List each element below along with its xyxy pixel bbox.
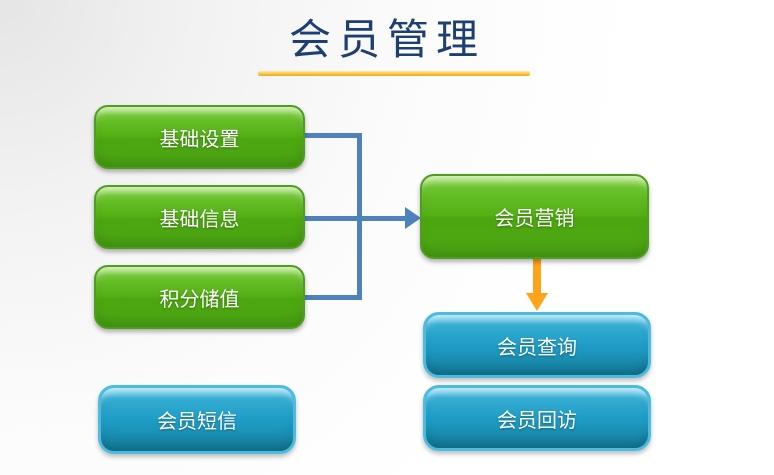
node-member-followup[interactable]: 会员回访: [423, 385, 651, 451]
node-member-sms-label: 会员短信: [157, 411, 237, 433]
node-basic-info-label: 基础信息: [159, 208, 240, 231]
node-basic-settings-label: 基础设置: [159, 128, 240, 151]
arrow-right-icon: [405, 207, 421, 229]
connector-basic-settings-line: [300, 133, 360, 138]
node-basic-settings[interactable]: 基础设置: [94, 105, 305, 169]
connector-marketing-query-line: [533, 257, 541, 293]
node-member-query-label: 会员查询: [497, 336, 577, 359]
connector-basic-info-line: [300, 216, 406, 221]
node-member-marketing-label: 会员营销: [494, 208, 575, 230]
node-member-followup-label: 会员回访: [497, 409, 577, 432]
node-member-sms[interactable]: 会员短信: [98, 385, 296, 454]
node-points-stored-value-label: 积分储值: [159, 288, 240, 311]
node-member-marketing[interactable]: 会员营销: [420, 174, 649, 259]
page-title: 会员管理: [288, 18, 485, 64]
node-member-query[interactable]: 会员查询: [423, 312, 651, 378]
title-underline: [258, 71, 530, 76]
node-points-stored-value[interactable]: 积分储值: [94, 265, 305, 329]
connector-points-line: [300, 295, 360, 300]
arrow-down-icon: [526, 293, 548, 311]
node-basic-info[interactable]: 基础信息: [94, 185, 305, 249]
